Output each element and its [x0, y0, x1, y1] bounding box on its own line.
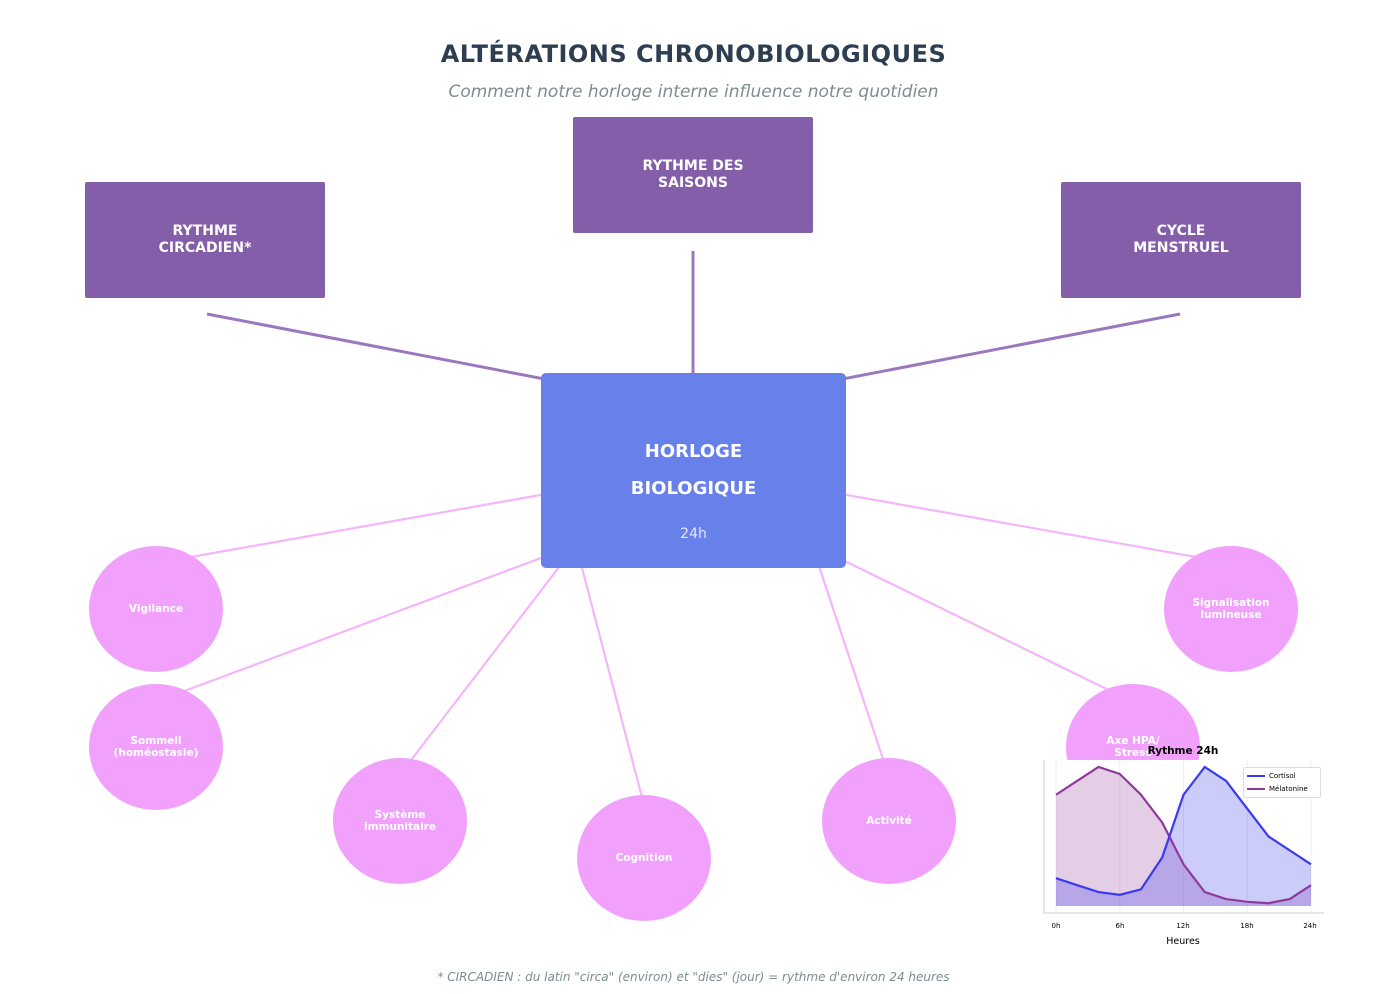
legend-swatch [1247, 775, 1265, 777]
arrow-clock-to-immunitaire [403, 544, 577, 770]
legend-swatch [1247, 788, 1265, 790]
output-label-cognition: Cognition [615, 852, 673, 864]
biological-clock-box: HORLOGE BIOLOGIQUE 24h [541, 373, 846, 568]
output-bubble-signalisation: Signalisation lumineuse [1164, 546, 1298, 672]
output-bubble-immunitaire: Système immunitaire [333, 758, 467, 884]
arrow-clock-to-hpa [811, 544, 1129, 701]
series-area-cortisol [1056, 766, 1311, 906]
output-label-hpa: Axe HPA/ Stress [1106, 735, 1160, 759]
arrow-clock-to-vigilance [161, 487, 575, 567]
input-box-menstruel: CYCLE MENSTRUEL [1061, 182, 1301, 298]
legend-item-cortisol: Cortisol [1247, 770, 1296, 782]
inset-chart-xlabel: Heures [1166, 936, 1200, 947]
legend-label: Mélatonine [1269, 785, 1308, 793]
clock-title-line2: BIOLOGIQUE [630, 478, 757, 499]
inset-chart-legend: Cortisol Mélatonine [1243, 767, 1321, 798]
output-bubble-vigilance: Vigilance [89, 546, 223, 672]
input-label-circadien: RYTHME CIRCADIEN* [158, 223, 252, 256]
x-tick-label: 12h [1176, 922, 1190, 930]
output-bubble-activite: Activité [822, 758, 956, 884]
input-box-circadien: RYTHME CIRCADIEN* [85, 182, 325, 298]
footnote: * CIRCADIEN : du latin "circa" (environ)… [437, 970, 950, 984]
output-label-immunitaire: Système immunitaire [363, 809, 437, 833]
input-label-menstruel: CYCLE MENSTRUEL [1133, 223, 1229, 256]
series-line-melatonine [1055, 765, 1312, 905]
clock-period: 24h [680, 526, 707, 542]
series-area-melatonine [1056, 766, 1311, 906]
series-line-cortisol [1055, 765, 1312, 896]
arrow-clock-to-signalisation [812, 487, 1226, 567]
x-tick-label: 0h [1051, 922, 1061, 930]
x-tick-label: 24h [1303, 922, 1317, 930]
output-label-vigilance: Vigilance [128, 603, 184, 615]
x-tick-label: 6h [1115, 922, 1125, 930]
legend-label: Cortisol [1269, 772, 1296, 780]
input-label-saisons: RYTHME DES SAISONS [642, 158, 744, 191]
output-label-activite: Activité [866, 815, 912, 827]
clock-title-line1: HORLOGE [644, 441, 743, 462]
output-bubble-sommeil: Sommeil (homéostasie) [89, 684, 223, 810]
arrow-clock-to-activite [810, 544, 890, 770]
input-box-saisons: RYTHME DES SAISONS [573, 117, 813, 233]
inset-chart-title: Rythme 24h [1147, 745, 1219, 757]
output-bubble-cognition: Cognition [577, 795, 711, 921]
page-subtitle: Comment notre horloge interne influence … [448, 82, 939, 102]
arrow-clock-to-cognition [574, 544, 648, 807]
arrow-clock-to-sommeil [161, 543, 577, 702]
legend-item-melatonine: Mélatonine [1247, 783, 1308, 795]
x-tick-label: 18h [1240, 922, 1254, 930]
page-title: ALTÉRATIONS CHRONOBIOLOGIQUES [440, 40, 947, 68]
output-label-sommeil: Sommeil (homéostasie) [113, 735, 199, 759]
chart-axes [1043, 760, 1324, 914]
output-label-signalisation: Signalisation lumineuse [1192, 597, 1270, 621]
